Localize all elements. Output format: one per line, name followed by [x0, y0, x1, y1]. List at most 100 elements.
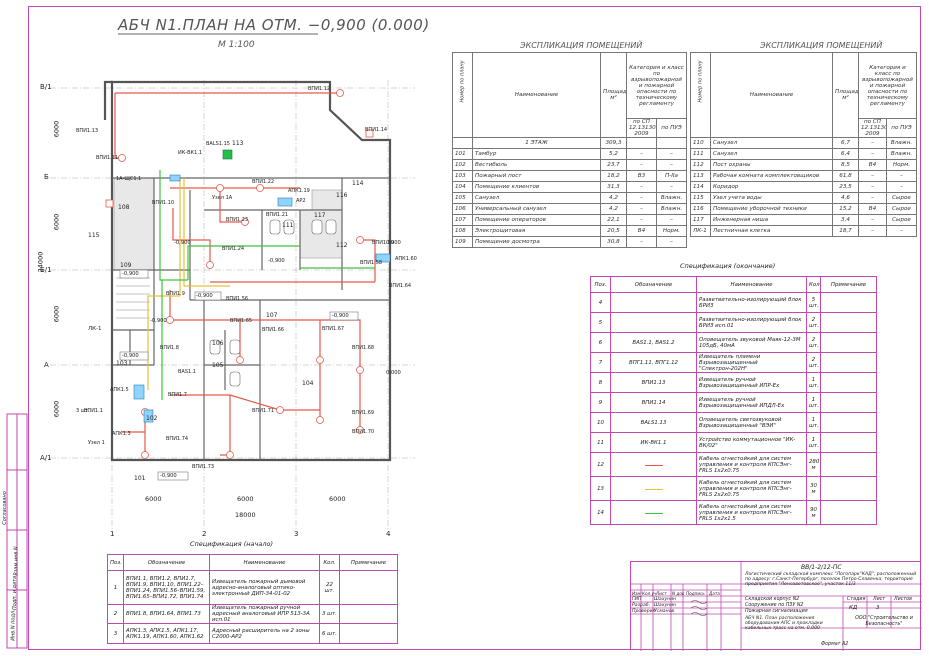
col-header: Примечание — [339, 554, 398, 571]
drawing-title: АБЧ N1.ПЛАН НА ОТМ. −0,900 (0.000) — [118, 16, 430, 34]
room-number: 113 — [232, 140, 244, 147]
explication-left-title: ЭКСПЛИКАЦИЯ ПОМЕЩЕНИЙ — [520, 41, 643, 50]
level-mark: -0,900 — [268, 258, 285, 264]
device-label: ВПИ1.12 — [308, 86, 331, 92]
device-label: 1А-ЩС1.1 — [116, 176, 142, 182]
room-number: 117 — [314, 212, 326, 219]
device-label: ВПИ1.7 — [168, 392, 187, 398]
stamp-col-header: Кол.уч — [642, 591, 657, 596]
level-mark: -0,900 — [332, 313, 349, 319]
device-label: ВПИ1.70 — [352, 429, 375, 435]
col-header: Наименование — [710, 52, 833, 138]
col-header: Наименование — [472, 52, 601, 138]
spec-end-title: Спецификация (окончание) — [680, 262, 776, 270]
device-label: ВПИ1.13 — [76, 128, 99, 134]
sheet-frame — [28, 6, 921, 650]
dimension-label: 6000 — [52, 305, 61, 323]
stamp-sheet: 3 — [876, 605, 880, 611]
dimension-label: 6000 — [52, 213, 61, 231]
explication-right-title: ЭКСПЛИКАЦИЯ ПОМЕЩЕНИЙ — [760, 41, 883, 50]
dimension-label: 6000 — [237, 495, 254, 503]
device-label: ВПИ1.59 — [372, 240, 395, 246]
grid-col-label: 3 — [294, 530, 299, 538]
device-label: ЛК-1 — [88, 326, 102, 332]
room-number: 102 — [146, 415, 158, 422]
room-number: 116 — [336, 192, 348, 199]
room-number: 101 — [134, 475, 146, 482]
col-header: Площадь, м² — [832, 52, 859, 138]
device-label: ВПИ1.1 — [84, 408, 103, 414]
device-label: ВПИ1.14 — [365, 127, 388, 133]
dimension-label: 6000 — [329, 495, 346, 503]
room-number: 107 — [266, 312, 278, 319]
col-header: Кол. — [806, 276, 821, 293]
col-header: Обозначение — [610, 276, 697, 293]
room-number: 109 — [120, 262, 132, 269]
stamp-project: Логистический складской комплекс "Логопа… — [745, 572, 917, 587]
stamp-sheet-title: АБЧ N1. План расположения оборудования А… — [745, 616, 823, 631]
cable-swatch-green — [644, 512, 663, 514]
device-label: ИК-ВК1.1 — [178, 150, 203, 156]
device-label: ВПИ1.66 — [262, 327, 285, 333]
title-block: ВВ/1-2/12-ПС Логистический складской ком… — [630, 561, 922, 651]
device-label: ВПИ1.71 — [252, 408, 275, 414]
grid-row-label: В/1 — [40, 83, 52, 91]
stamp-name: Шахунин — [654, 597, 677, 602]
level-mark: -0,900 — [150, 318, 167, 324]
stamp-col-header: Лист — [656, 591, 667, 596]
col-header: Площадь, м² — [600, 52, 627, 138]
device-label: ВПИ1.64 — [389, 283, 412, 289]
stamp-stage: КД — [849, 605, 858, 611]
device-label: ВПИ1.9 — [166, 291, 185, 297]
col-header: Примечание — [820, 276, 877, 293]
stamp-col-header: Дата — [709, 591, 720, 596]
stamp-stage-label: Стадия — [847, 597, 866, 602]
col-header: Категория и класс по взрывопожарной и по… — [626, 52, 687, 119]
explication-left-table: Номер по плану Наименование Площадь, м² … — [452, 52, 687, 248]
device-label: ВПИ1.8 — [160, 345, 179, 351]
stamp-name: Шахунин — [654, 603, 677, 608]
device-label: АПК1.19 — [288, 188, 310, 194]
stamp-col-header: N док — [672, 591, 685, 596]
device-label: ВПИ1.58 — [360, 260, 383, 266]
device-label: ВАLS1.15 — [206, 141, 230, 147]
room-number: 111 — [282, 222, 294, 229]
room-number: 104 — [302, 380, 314, 387]
level-mark: -0,900 — [160, 473, 177, 479]
title-underline — [118, 33, 318, 35]
grid-col-label: 2 — [202, 530, 207, 538]
device-label: АПК1.3 — [112, 431, 131, 437]
device-label: ВПИ1.23 — [226, 217, 249, 223]
device-label: ВПИ1.74 — [166, 436, 189, 442]
grid-row-label: Б — [44, 173, 49, 181]
device-label: ВПИ1.69 — [352, 410, 375, 416]
col-header: Поз. — [590, 276, 611, 293]
device-label: Узел 1А — [212, 195, 233, 201]
grid-row-label: А — [44, 361, 49, 369]
drawing-scale: М 1:100 — [218, 40, 255, 50]
col-header: Наименование — [209, 554, 320, 571]
room-number: 115 — [88, 232, 100, 239]
level-mark: 0,000 — [386, 240, 401, 246]
stamp-col-header: Подпись — [686, 591, 705, 596]
grid-col-label: 1 — [110, 530, 115, 538]
